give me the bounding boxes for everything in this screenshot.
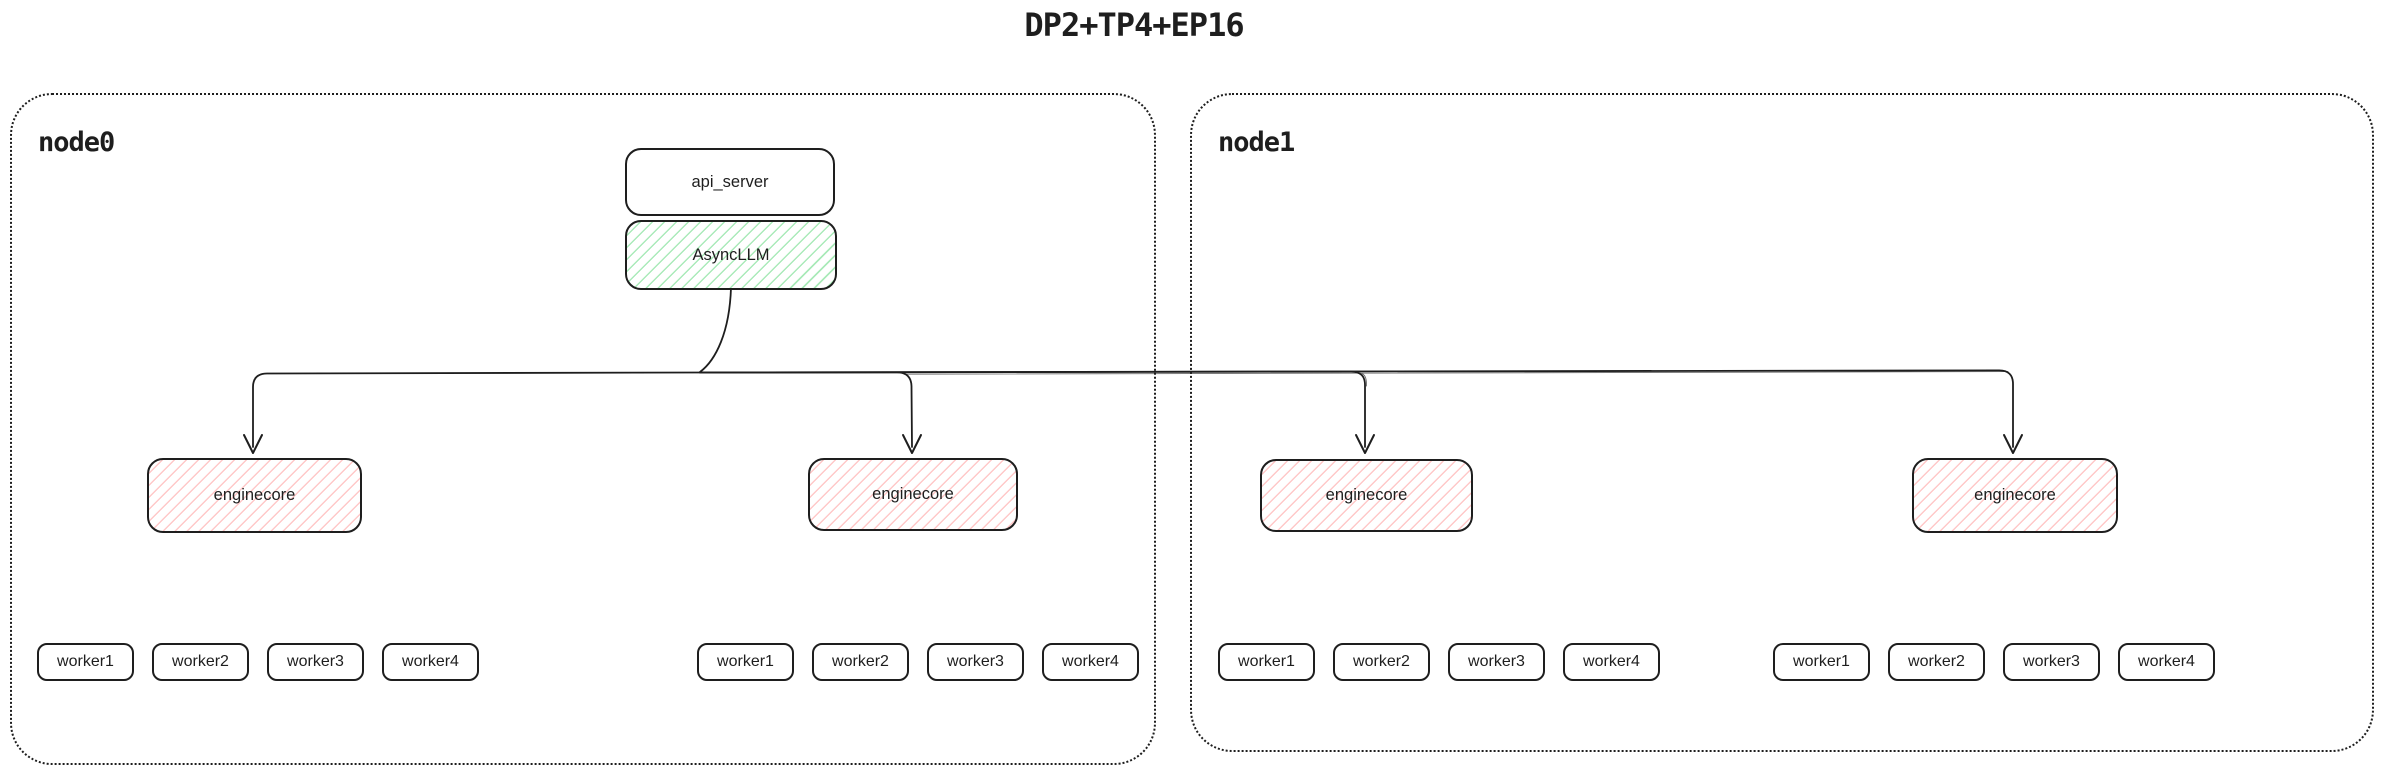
worker-box: worker1 — [1218, 643, 1315, 681]
asyncllm-box: AsyncLLM — [625, 220, 837, 290]
worker-box: worker3 — [2003, 643, 2100, 681]
worker-box: worker4 — [2118, 643, 2215, 681]
worker-group-node1-a: worker1 worker2 worker3 worker4 — [1218, 643, 1660, 681]
api-server-label: api_server — [691, 172, 769, 191]
worker-box: worker1 — [1773, 643, 1870, 681]
worker-box: worker1 — [37, 643, 134, 681]
enginecore-label: enginecore — [1325, 486, 1408, 504]
diagram-title: DP2+TP4+EP16 — [1024, 6, 1244, 44]
worker-box: worker4 — [1042, 643, 1139, 681]
enginecore-box-node1-b: enginecore — [1912, 458, 2118, 533]
asyncllm-label: AsyncLLM — [692, 245, 770, 264]
worker-box: worker4 — [382, 643, 479, 681]
worker-box: worker2 — [1333, 643, 1430, 681]
worker-box: worker3 — [927, 643, 1024, 681]
worker-group-node0-a: worker1 worker2 worker3 worker4 — [37, 643, 479, 681]
worker-group-node0-b: worker1 worker2 worker3 worker4 — [697, 643, 1139, 681]
enginecore-box-node0-a: enginecore — [147, 458, 362, 533]
worker-box: worker1 — [697, 643, 794, 681]
enginecore-box-node1-a: enginecore — [1260, 459, 1473, 532]
worker-box: worker4 — [1563, 643, 1660, 681]
worker-box: worker3 — [1448, 643, 1545, 681]
enginecore-box-node0-b: enginecore — [808, 458, 1018, 531]
enginecore-label: enginecore — [1974, 486, 2056, 504]
node1-label: node1 — [1218, 127, 1295, 158]
worker-box: worker2 — [152, 643, 249, 681]
enginecore-label: enginecore — [213, 486, 296, 504]
api-server-box: api_server — [625, 148, 835, 216]
node0-label: node0 — [38, 127, 115, 158]
worker-box: worker2 — [1888, 643, 1985, 681]
enginecore-label: enginecore — [872, 485, 954, 503]
worker-group-node1-b: worker1 worker2 worker3 worker4 — [1773, 643, 2215, 681]
worker-box: worker3 — [267, 643, 364, 681]
worker-box: worker2 — [812, 643, 909, 681]
